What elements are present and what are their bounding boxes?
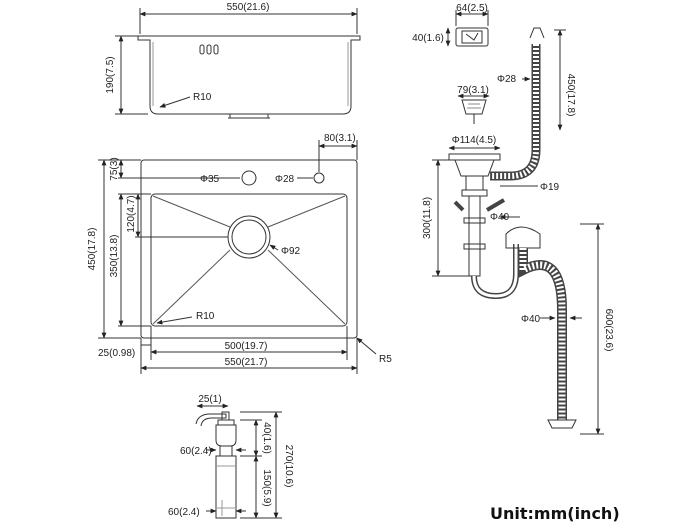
outer-depth-label: 450(17.8): [87, 228, 98, 271]
cap-height-label: 40(1.6): [412, 33, 444, 44]
section-radius-label: R10: [193, 92, 212, 103]
soap-hole-label: Φ28: [275, 174, 295, 185]
pipe-diameter-label: Φ40: [490, 212, 510, 223]
corner-radius-label: R5: [379, 354, 392, 365]
bottle-width-label: 60(2.4): [168, 507, 200, 518]
hose-length-label: 450(17.8): [565, 74, 576, 117]
spout-label: 25(1): [198, 394, 221, 405]
basket-flange-label: Φ114(4.5): [452, 135, 496, 146]
head-width-label: 60(2.4): [180, 446, 212, 457]
inner-radius-label: R10: [196, 311, 215, 322]
cap-width-label: 64(2.5): [456, 3, 488, 14]
overflow-hose-drawing: [490, 27, 566, 181]
outlet-length-label: 600(23.6): [603, 309, 614, 352]
small-hose-label: Φ19: [540, 182, 560, 193]
head-height-label: 40(1.6): [261, 422, 272, 454]
unit-label: Unit:mm(inch): [490, 504, 620, 523]
basket-top-label: 79(3.1): [457, 85, 489, 96]
outer-width-label: 550(21.7): [225, 357, 268, 368]
inner-width-label: 500(19.7): [225, 341, 268, 352]
assembly-height-label: 300(11.8): [422, 197, 433, 239]
overflow-cap-drawing: [445, 10, 489, 47]
sink-section-view: [115, 8, 361, 119]
top-width-label: 550(21.6): [227, 2, 270, 13]
drain-diameter-label: Φ92: [281, 246, 301, 257]
outlet-diameter-label: Φ40: [521, 314, 541, 325]
hose-diameter-label: Φ28: [497, 74, 517, 85]
total-height-label: 270(10.6): [283, 445, 294, 488]
edge-offset-right-label: 80(3.1): [324, 133, 356, 144]
drain-assembly-drawing: [432, 93, 604, 435]
drain-offset-label: 120(4.7): [126, 195, 137, 232]
inner-depth-label: 350(13.8): [109, 235, 120, 278]
flange-label: 25(0.98): [98, 348, 135, 359]
soap-dispenser-drawing: [195, 403, 282, 519]
sink-plan-view: [98, 140, 377, 374]
edge-offset-top-label: 75(3): [109, 157, 120, 180]
depth-label: 190(7.5): [105, 56, 116, 93]
faucet-hole-label: Φ35: [200, 174, 220, 185]
bottle-height-label: 150(5.9): [261, 469, 272, 506]
